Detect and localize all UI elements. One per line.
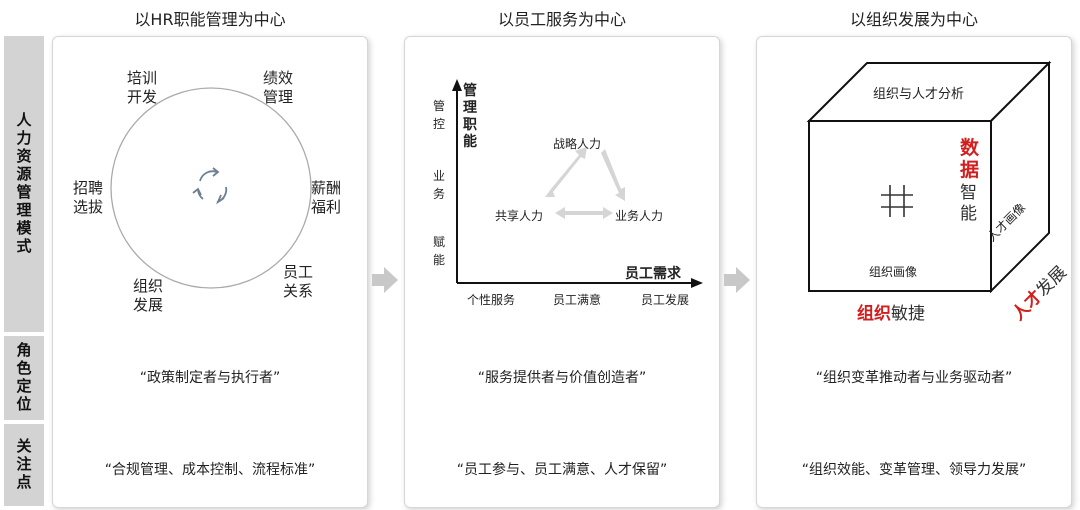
- node-shared-hr: 共享人力: [495, 209, 544, 223]
- label-training: 培训 开发: [127, 69, 158, 106]
- y-axis-title: 管理职能: [463, 83, 477, 150]
- panel-org-development: 组织与人才分析 组织画像 数据 智能 人才画像 组织敏捷 人才发展 “组织变革推…: [756, 36, 1072, 508]
- column-title-hr-function: 以HR职能管理为中心: [134, 10, 286, 29]
- cube-top-label: 组织与人才分析: [873, 87, 965, 102]
- transition-arrow-2: [724, 267, 750, 293]
- label-employee-relations: 员工 关系: [283, 263, 314, 300]
- focus-quote-1: “合规管理、成本控制、流程标准”: [104, 462, 316, 478]
- node-strategic-hr: 战略人力: [553, 137, 602, 151]
- side-tab-role-label: 角色定位: [14, 342, 33, 414]
- focus-quote-3: “组织效能、变革管理、领导力发展”: [801, 462, 1027, 478]
- role-quote-3: “组织变革推动者与业务驱动者”: [815, 370, 1013, 386]
- y-tick-business: 业务: [433, 169, 446, 201]
- x-axis-title: 员工需求: [625, 266, 681, 282]
- service-axes: [452, 79, 703, 288]
- side-tab-role: 角色定位: [4, 336, 44, 420]
- x-tick-development: 员工发展: [641, 293, 690, 307]
- org-agile-label: 组织敏捷: [857, 299, 925, 324]
- focus-quote-2: “员工参与、员工满意、人才保留”: [456, 462, 668, 478]
- role-quote-1: “政策制定者与执行者”: [139, 370, 281, 386]
- data-gray-label: 智能: [960, 183, 977, 224]
- cube-front-label: 组织画像: [869, 265, 918, 279]
- x-tick-personalized: 个性服务: [467, 293, 516, 307]
- data-red-label: 数据: [960, 137, 980, 181]
- label-org-development: 组织 发展: [133, 277, 164, 314]
- column-title-org-development: 以组织发展为中心: [849, 10, 978, 29]
- side-tab-focus: 关注点: [4, 424, 44, 506]
- node-business-hr: 业务人力: [615, 209, 664, 223]
- panel-hr-function: 培训 开发 绩效 管理 招聘 选拔 薪酬 福利 组织 发展 员工 关系 “政策制…: [52, 36, 368, 508]
- x-tick-satisfaction: 员工满意: [553, 293, 602, 307]
- panel-employee-service: 管理职能 管控 业务 赋能 员工需求 个性服务 员工满意 员工发展 战略人力 共…: [404, 36, 720, 508]
- column-title-employee-service: 以员工服务为中心: [497, 10, 626, 29]
- hr-function-circle: [110, 87, 312, 289]
- refresh-icon: [192, 167, 228, 205]
- side-tab-focus-label: 关注点: [14, 438, 33, 492]
- hash-icon: [881, 185, 913, 217]
- y-tick-control: 管控: [433, 99, 446, 131]
- org-cube: [806, 60, 1052, 294]
- side-tab-model-label: 人力资源管理模式: [14, 112, 33, 256]
- org-gray-text: 敏捷: [891, 304, 925, 324]
- transition-arrow-1: [372, 267, 398, 293]
- label-compensation: 薪酬 福利: [311, 179, 342, 216]
- role-quote-2: “服务提供者与价值创造者”: [477, 370, 647, 386]
- side-tab-model: 人力资源管理模式: [4, 36, 44, 332]
- label-performance: 绩效 管理: [263, 69, 294, 106]
- label-recruitment: 招聘 选拔: [73, 179, 104, 216]
- y-tick-enable: 赋能: [433, 235, 446, 267]
- org-red-text: 组织: [857, 304, 891, 324]
